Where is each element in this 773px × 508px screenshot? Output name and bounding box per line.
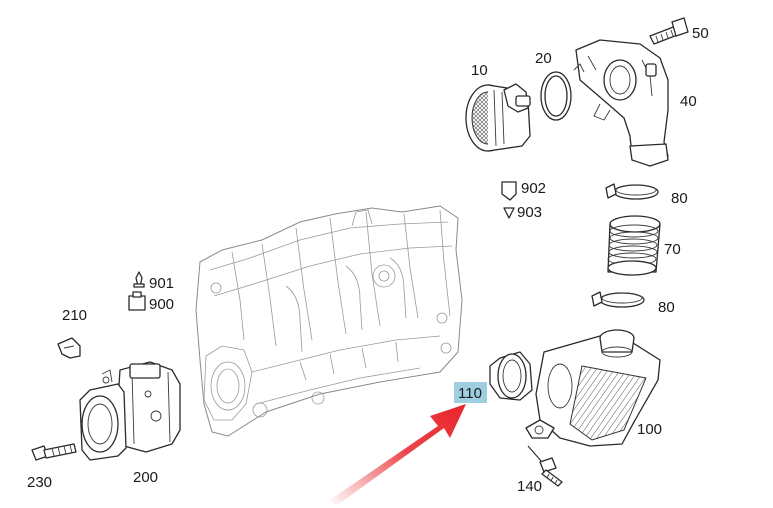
part-10-air-mass-sensor[interactable] <box>465 83 531 152</box>
part-110-seal[interactable] <box>489 351 533 401</box>
callout-210: 210 <box>62 307 87 324</box>
part-903-connector-pin[interactable] <box>503 207 515 219</box>
part-901-connector-pin[interactable] <box>133 271 145 288</box>
part-210-clip[interactable] <box>57 337 81 359</box>
part-900-connector[interactable] <box>128 291 146 311</box>
part-100-intake-housing[interactable] <box>525 329 661 447</box>
callout-80-upper: 80 <box>671 190 688 207</box>
intake-manifold <box>195 205 463 437</box>
callout-230: 230 <box>27 474 52 491</box>
callout-902: 902 <box>521 180 546 197</box>
part-200-throttle-body[interactable] <box>79 361 181 461</box>
callout-100: 100 <box>637 421 662 438</box>
callout-80-lower: 80 <box>658 299 675 316</box>
part-230-screw[interactable] <box>31 443 77 461</box>
callout-50: 50 <box>692 25 709 42</box>
part-20-seal-ring[interactable] <box>540 71 572 121</box>
part-140-bolt[interactable] <box>527 445 563 487</box>
part-80-hose-clamp-upper[interactable] <box>605 183 659 200</box>
callout-140: 140 <box>517 478 542 495</box>
part-50-screw[interactable] <box>649 17 689 45</box>
callout-901: 901 <box>149 275 174 292</box>
callout-70: 70 <box>664 241 681 258</box>
part-902-connector[interactable] <box>501 181 517 201</box>
part-40-intake-elbow[interactable] <box>573 39 669 167</box>
callout-903: 903 <box>517 204 542 221</box>
callout-40: 40 <box>680 93 697 110</box>
callout-10: 10 <box>471 62 488 79</box>
part-70-corrugated-hose[interactable] <box>607 215 661 276</box>
callout-110-highlight <box>454 382 487 403</box>
callout-110: 110 <box>458 385 482 402</box>
part-80-hose-clamp-lower[interactable] <box>591 291 645 308</box>
callout-20: 20 <box>535 50 552 67</box>
callout-900: 900 <box>149 296 174 313</box>
callout-200: 200 <box>133 469 158 486</box>
highlight-arrow <box>330 404 466 506</box>
